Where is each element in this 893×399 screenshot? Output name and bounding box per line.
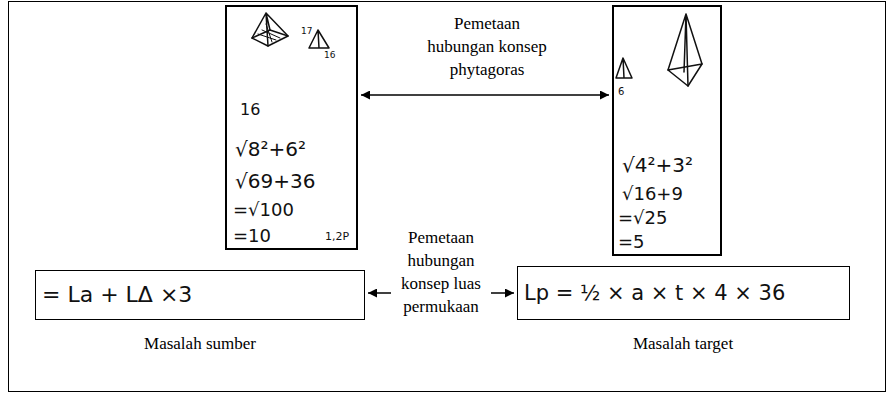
pyramid-edges — [668, 14, 702, 86]
handwritten-text: √16+9 — [622, 185, 683, 203]
handwritten-text: 6 — [618, 87, 624, 97]
handwritten-text: √8²+6² — [235, 139, 306, 159]
handwritten-text: 1,2P — [325, 231, 349, 242]
formula-text: = La + LΔ ×3 — [42, 284, 192, 306]
handwritten-text: √69+36 — [235, 171, 315, 191]
formula-box: Lp = ½ × a × t × 4 × 36 — [517, 266, 850, 320]
mapping-arrow — [361, 94, 609, 96]
handwritten-text: =√100 — [233, 201, 294, 219]
pyramid-base — [668, 64, 702, 86]
outer-frame — [9, 2, 886, 392]
triangle-lines — [616, 58, 632, 78]
caption-label: Masalah target — [583, 334, 783, 354]
source-photo: 17 16 16 √8²+6² √69+36 =√100 =10 1,2P — [225, 5, 358, 250]
handwritten-text: =10 — [233, 227, 271, 245]
formula-text: Lp = ½ × a × t × 4 × 36 — [524, 283, 785, 304]
handwritten-text: =√25 — [618, 209, 667, 227]
caption-label: Masalah sumber — [100, 334, 300, 354]
handwritten-text: √4²+3² — [622, 155, 693, 175]
edge-label: Pemetaan hubungan konsep phytagoras — [425, 12, 549, 81]
formula-box: = La + LΔ ×3 — [35, 270, 365, 320]
pyramid-hatching — [258, 24, 280, 42]
pyramid-sketch — [252, 13, 288, 46]
handwritten-text: 17 — [301, 27, 312, 36]
handwritten-text: 16 — [324, 51, 335, 60]
triangle-sketch — [616, 58, 632, 78]
target-photo: 6 √4²+3² √16+9 =√25 =5 — [612, 5, 722, 256]
handwritten-text: =5 — [618, 233, 645, 251]
handwritten-text: 16 — [240, 102, 260, 118]
edge-label: Pemetaan hubungan konsep luas permukaan — [391, 226, 491, 318]
pyramid-edges — [252, 13, 288, 46]
pyramid-sketch — [668, 14, 702, 86]
